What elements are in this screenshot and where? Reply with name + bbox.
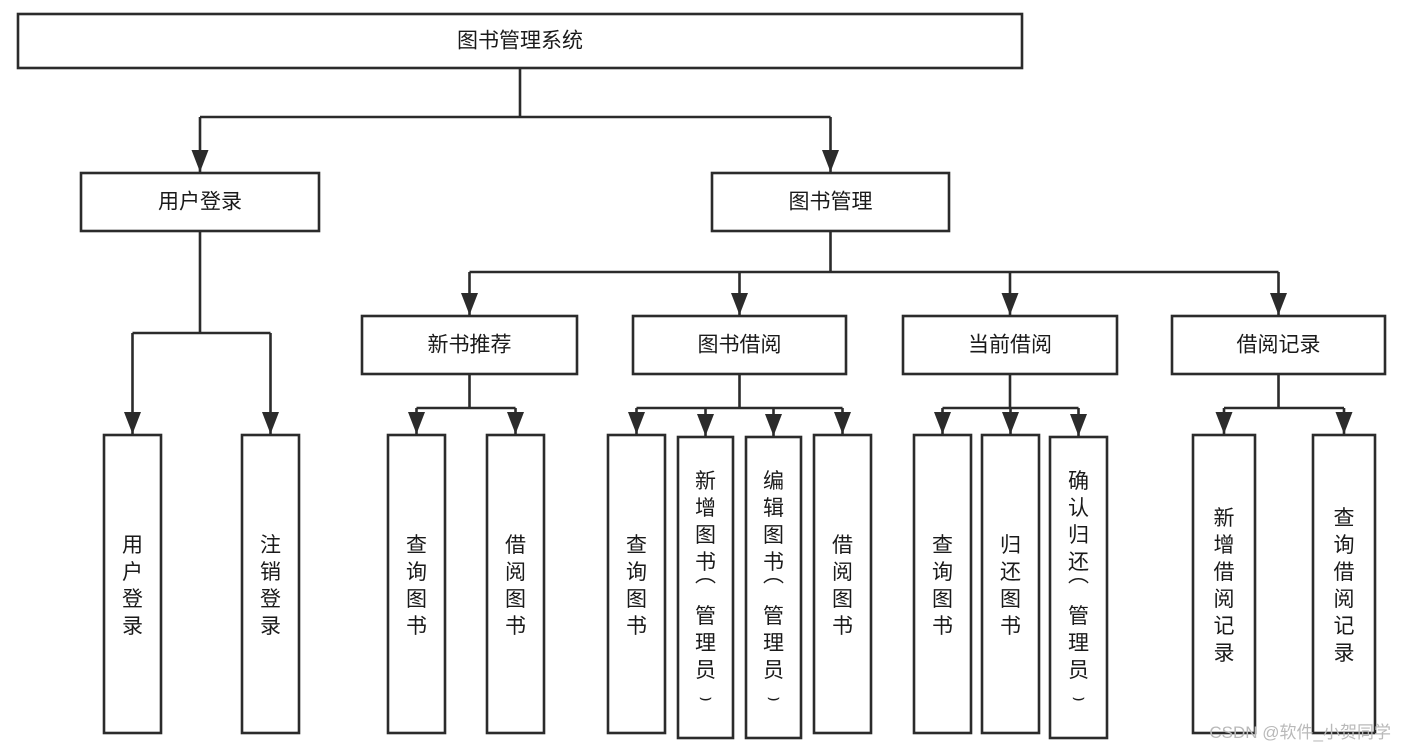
node-box[interactable] — [631, 314, 848, 376]
node-book-borrow[interactable]: 图书借阅 — [631, 314, 848, 376]
node-label: 图书管理 — [789, 191, 873, 214]
node-label: 当前借阅 — [968, 334, 1052, 357]
node-box[interactable] — [79, 171, 321, 233]
node-box[interactable] — [16, 12, 1024, 70]
node-leaf-borrow-book-1[interactable]: 借阅图书 — [485, 433, 546, 735]
node-box[interactable] — [1170, 314, 1387, 376]
node-label: 查询图书 — [406, 534, 427, 638]
node-box[interactable] — [1048, 435, 1109, 740]
node-leaf-add-book[interactable]: 新增图书⌒管理员⌣ — [676, 435, 735, 740]
node-new-book-recommend[interactable]: 新书推荐 — [360, 314, 579, 376]
node-leaf-query-book-3[interactable]: 查询图书 — [912, 433, 973, 735]
node-label: 查询图书 — [932, 534, 953, 638]
node-label: 借阅记录 — [1237, 334, 1321, 357]
node-leaf-user-login[interactable]: 用户登录 — [102, 433, 163, 735]
node-box[interactable] — [1191, 433, 1257, 735]
node-box[interactable] — [1311, 433, 1377, 735]
node-current-borrow[interactable]: 当前借阅 — [901, 314, 1119, 376]
node-label: 新增借阅记录 — [1214, 507, 1235, 665]
node-box[interactable] — [912, 433, 973, 735]
node-label: 图书管理系统 — [457, 30, 583, 53]
node-leaf-add-record[interactable]: 新增借阅记录 — [1191, 433, 1257, 735]
edge-arrowhead — [934, 412, 951, 434]
edge-arrowhead — [262, 412, 279, 434]
node-borrow-record[interactable]: 借阅记录 — [1170, 314, 1387, 376]
node-book-manage[interactable]: 图书管理 — [710, 171, 951, 233]
edge-arrowhead — [191, 150, 209, 172]
edge-arrowhead — [461, 293, 478, 315]
edge-arrowhead — [408, 412, 425, 434]
node-box[interactable] — [980, 433, 1041, 735]
node-box[interactable] — [102, 433, 163, 735]
edge-arrowhead — [507, 412, 524, 434]
edge-arrowhead — [124, 412, 141, 434]
edge-arrowhead — [822, 150, 839, 172]
edge-group-book-manage — [461, 231, 1287, 315]
edge-arrowhead — [834, 412, 851, 434]
node-box[interactable] — [901, 314, 1119, 376]
node-leaf-logout[interactable]: 注销登录 — [240, 433, 301, 735]
node-box[interactable] — [812, 433, 873, 735]
node-box[interactable] — [744, 435, 803, 740]
nodes-layer: 图书管理系统用户登录图书管理新书推荐图书借阅当前借阅借阅记录用户登录注销登录查询… — [16, 12, 1387, 740]
node-leaf-query-book-2[interactable]: 查询图书 — [606, 433, 667, 735]
node-leaf-borrow-book-2[interactable]: 借阅图书 — [812, 433, 873, 735]
node-label: 查询借阅记录 — [1334, 507, 1355, 665]
node-label: 查询图书 — [626, 534, 647, 638]
node-label: 确认归还⌒管理员⌣ — [1068, 470, 1089, 709]
edge-arrowhead — [1001, 293, 1019, 315]
node-box[interactable] — [240, 433, 301, 735]
node-box[interactable] — [386, 433, 447, 735]
node-label: 新书推荐 — [428, 334, 512, 357]
node-leaf-return-book[interactable]: 归还图书 — [980, 433, 1041, 735]
edge-arrowhead — [1270, 293, 1287, 315]
node-leaf-edit-book[interactable]: 编辑图书⌒管理员⌣ — [744, 435, 803, 740]
edges-layer — [124, 68, 1353, 436]
node-label: 借阅图书 — [505, 534, 526, 638]
edge-arrowhead — [1002, 412, 1019, 434]
edge-group-current-borrow — [934, 374, 1087, 436]
edge-arrowhead — [765, 414, 782, 436]
node-leaf-query-record[interactable]: 查询借阅记录 — [1311, 433, 1377, 735]
node-label: 编辑图书⌒管理员⌣ — [763, 470, 784, 709]
node-label: 图书借阅 — [698, 334, 782, 357]
edge-group-new-book-recommend — [408, 374, 524, 434]
node-leaf-confirm-return[interactable]: 确认归还⌒管理员⌣ — [1048, 435, 1109, 740]
watermark-text: CSDN @软件_小贺同学 — [1209, 723, 1391, 742]
edge-arrowhead — [731, 293, 748, 315]
node-box[interactable] — [360, 314, 579, 376]
edge-group-book-borrow — [628, 374, 851, 436]
node-root[interactable]: 图书管理系统 — [16, 12, 1024, 70]
node-label: 借阅图书 — [832, 534, 853, 638]
node-box[interactable] — [485, 433, 546, 735]
edge-arrowhead — [1335, 412, 1353, 434]
node-box[interactable] — [606, 433, 667, 735]
edge-arrowhead — [1070, 414, 1087, 436]
node-box[interactable] — [710, 171, 951, 233]
edge-arrowhead — [628, 412, 645, 434]
node-label: 用户登录 — [158, 191, 242, 214]
edge-arrowhead — [697, 414, 714, 436]
node-label: 注销登录 — [260, 534, 281, 638]
node-box[interactable] — [676, 435, 735, 740]
node-label: 归还图书 — [1000, 534, 1021, 638]
edge-arrowhead — [1215, 412, 1233, 434]
node-user-login[interactable]: 用户登录 — [79, 171, 321, 233]
edge-group-root — [191, 68, 839, 172]
node-label: 新增图书⌒管理员⌣ — [695, 470, 716, 709]
node-leaf-query-book-1[interactable]: 查询图书 — [386, 433, 447, 735]
edge-group-user-login — [124, 231, 279, 434]
edge-group-borrow-record — [1215, 374, 1353, 434]
node-label: 用户登录 — [122, 534, 143, 638]
